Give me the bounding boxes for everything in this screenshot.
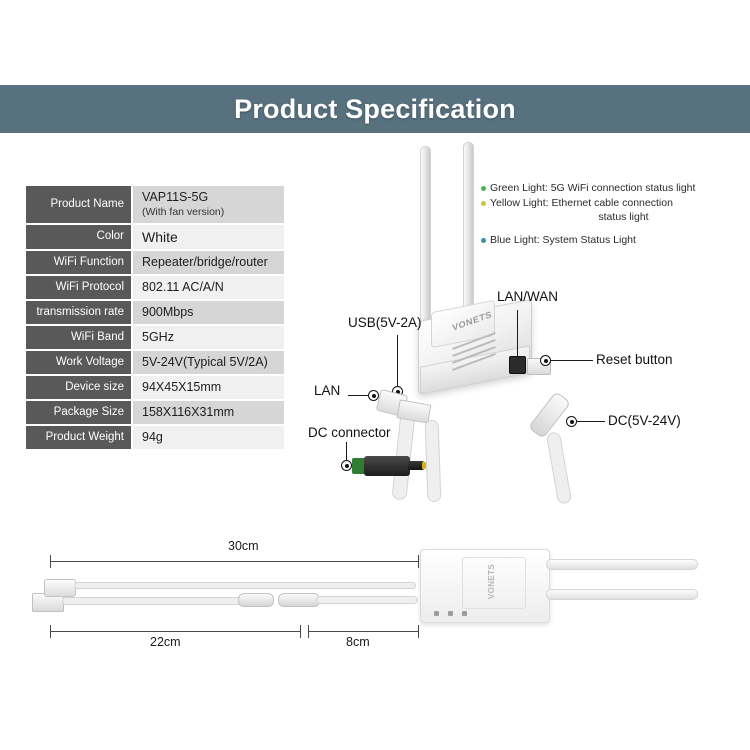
list-item: Yellow Light: Ethernet cable connection … — [481, 197, 747, 225]
spec-label: WiFi Protocol — [26, 276, 131, 300]
spec-value: 5GHz — [133, 326, 284, 350]
spec-value: 158X116X31mm — [133, 401, 284, 425]
dc-connector-body — [364, 456, 410, 476]
dc-power-barrel — [527, 391, 572, 439]
table-row: Package Size 158X116X31mm — [26, 401, 284, 425]
spec-label: WiFi Band — [26, 326, 131, 350]
table-row: WiFi Function Repeater/bridge/router — [26, 251, 284, 275]
callout-dc-power: DC(5V-24V) — [608, 413, 681, 428]
marker-dc-connector — [341, 460, 352, 471]
dimension-tick — [50, 625, 51, 638]
dimension-tick — [300, 625, 301, 638]
specification-table: Product Name VAP11S-5G (With fan version… — [26, 186, 284, 451]
dc-connector-terminal — [352, 458, 367, 474]
led-indicator-ethernet — [434, 611, 439, 616]
lead-line-lan — [348, 395, 370, 397]
table-row: Work Voltage 5V-24V(Typical 5V/2A) — [26, 351, 284, 375]
callout-dc-connector: DC connector — [308, 425, 391, 440]
cable-run-upper — [74, 582, 416, 589]
led-indicator-power — [448, 611, 453, 616]
led-legend-text: Blue Light: System Status Light — [490, 233, 636, 246]
spec-value: 94X45X15mm — [133, 376, 284, 400]
dimension-line-left — [50, 631, 300, 632]
page-title: Product Specification — [234, 93, 516, 124]
lead-line-dc-power — [577, 421, 605, 423]
page-header-band: Product Specification — [0, 85, 750, 133]
rj45-plug-flat — [44, 579, 76, 597]
dc-power-cable — [545, 431, 573, 505]
spec-value: VAP11S-5G (With fan version) — [133, 186, 284, 223]
spec-label: Package Size — [26, 401, 131, 425]
dimension-label-right: 8cm — [346, 635, 370, 649]
table-row: WiFi Band 5GHz — [26, 326, 284, 350]
lead-line-reset — [551, 360, 593, 362]
dimension-tick — [418, 625, 419, 638]
dimension-diagram: 30cm VONETS 22cm 8cm — [30, 535, 720, 650]
device-flat-logo: VONETS — [487, 563, 497, 600]
dimension-tick — [418, 555, 419, 568]
antenna-flat-bottom — [546, 589, 698, 600]
dimension-label-total: 30cm — [228, 539, 259, 553]
spec-label: Work Voltage — [26, 351, 131, 375]
list-item: Blue Light: System Status Light — [481, 234, 747, 248]
lead-line-dc-connector — [346, 442, 348, 462]
product-callout-diagram: VONETS LAN/WAN Reset button USB(5V-2A) L… — [300, 140, 750, 505]
spec-label: Device size — [26, 376, 131, 400]
table-row: Color White — [26, 224, 284, 250]
lead-line-usb — [397, 335, 399, 387]
dc-barrel-inline-left — [238, 593, 274, 607]
spec-value: Repeater/bridge/router — [133, 251, 284, 275]
spec-label: Product Weight — [26, 426, 131, 450]
spec-label: Color — [26, 224, 131, 250]
table-row: WiFi Protocol 802.11 AC/A/N — [26, 276, 284, 300]
blue-led-dot — [481, 237, 486, 243]
spec-value: 94g — [133, 426, 284, 450]
led-status-legend: Green Light: 5G WiFi connection status l… — [481, 182, 747, 248]
usb-cable — [424, 419, 442, 503]
spec-value: 900Mbps — [133, 301, 284, 325]
dimension-label-left: 22cm — [150, 635, 181, 649]
antenna-left — [420, 146, 431, 333]
spec-value: White — [133, 224, 284, 250]
lead-line-lan-wan — [517, 310, 519, 358]
dimension-tick — [308, 625, 309, 638]
led-legend-text: Yellow Light: Ethernet cable connection — [490, 196, 673, 209]
spec-value-main: VAP11S-5G — [142, 190, 209, 204]
yellow-led-dot — [481, 200, 486, 206]
spec-value: 802.11 AC/A/N — [133, 276, 284, 300]
callout-lan: LAN — [314, 383, 341, 398]
green-led-dot — [481, 186, 486, 191]
callout-reset-button: Reset button — [596, 352, 673, 367]
spec-label: WiFi Function — [26, 251, 131, 275]
led-legend-text-line2: status light — [598, 210, 649, 223]
table-row: transmission rate 900Mbps — [26, 301, 284, 325]
callout-lan-wan: LAN/WAN — [497, 289, 559, 304]
marker-reset-button — [540, 355, 551, 366]
dimension-line-right — [308, 631, 418, 632]
cable-run-right — [316, 596, 418, 604]
table-row: Device size 94X45X15mm — [26, 376, 284, 400]
spec-label: Product Name — [26, 186, 131, 223]
antenna-right — [463, 142, 474, 324]
dc-connector-pin — [422, 462, 426, 469]
table-row: Product Weight 94g — [26, 426, 284, 450]
marker-dc-power — [566, 416, 577, 427]
dc-connector-tip — [408, 461, 424, 470]
dimension-line-total — [50, 561, 418, 562]
led-legend-text: Green Light: 5G WiFi connection status l… — [490, 182, 696, 194]
list-item: Green Light: 5G WiFi connection status l… — [481, 182, 747, 196]
callout-usb: USB(5V-2A) — [348, 315, 422, 330]
cable-run-lower — [62, 597, 244, 605]
lan-wan-port — [509, 356, 526, 374]
spec-value-sub: (With fan version) — [142, 206, 225, 218]
antenna-flat-top — [546, 559, 698, 570]
dc-barrel-inline-right — [278, 593, 320, 607]
spec-label: transmission rate — [26, 301, 131, 325]
device-flat-plate — [462, 557, 526, 609]
led-indicator-wifi — [462, 611, 467, 616]
led-legend-text-wrap: Yellow Light: Ethernet cable connection … — [490, 197, 747, 225]
table-row: Product Name VAP11S-5G (With fan version… — [26, 186, 284, 223]
dimension-tick — [50, 555, 51, 568]
spec-value: 5V-24V(Typical 5V/2A) — [133, 351, 284, 375]
